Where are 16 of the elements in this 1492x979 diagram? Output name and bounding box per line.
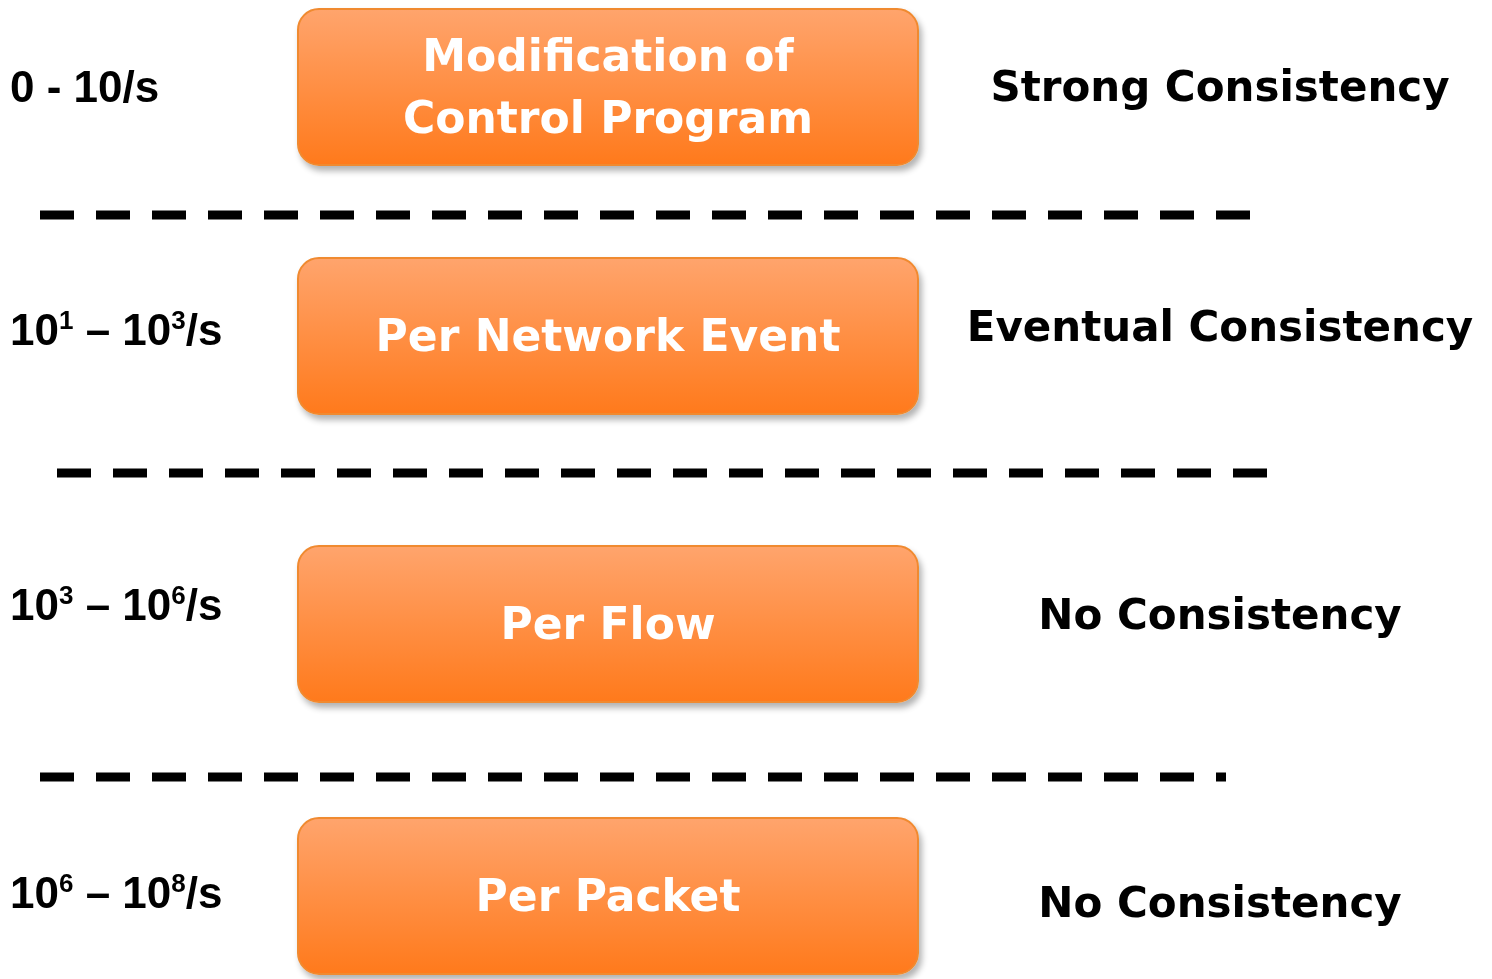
process-box: [297, 817, 919, 975]
consistency-label: Strong Consistency: [989, 62, 1451, 111]
rate-label: 10$^{3}$ – 10$^{6}$/s: [10, 580, 224, 630]
rate-label: 10$^{1}$ – 10$^{3}$/s: [10, 305, 224, 355]
box-label: Per Network Event: [374, 309, 842, 363]
consistency-label: No Consistency: [1037, 590, 1403, 639]
box-label: Modification of Control Program: [401, 29, 815, 145]
box-label: Per Flow: [499, 597, 717, 651]
rate-label: 0 - 10/s: [10, 62, 161, 112]
consistency-label: No Consistency: [1037, 878, 1403, 927]
process-box: [297, 545, 919, 703]
box-label: Per Packet: [474, 869, 742, 923]
process-box: [297, 257, 919, 415]
consistency-label: Eventual Consistency: [965, 302, 1475, 351]
rate-label: 10$^{6}$ – 10$^{8}$/s: [10, 868, 224, 918]
process-box: [297, 8, 919, 166]
